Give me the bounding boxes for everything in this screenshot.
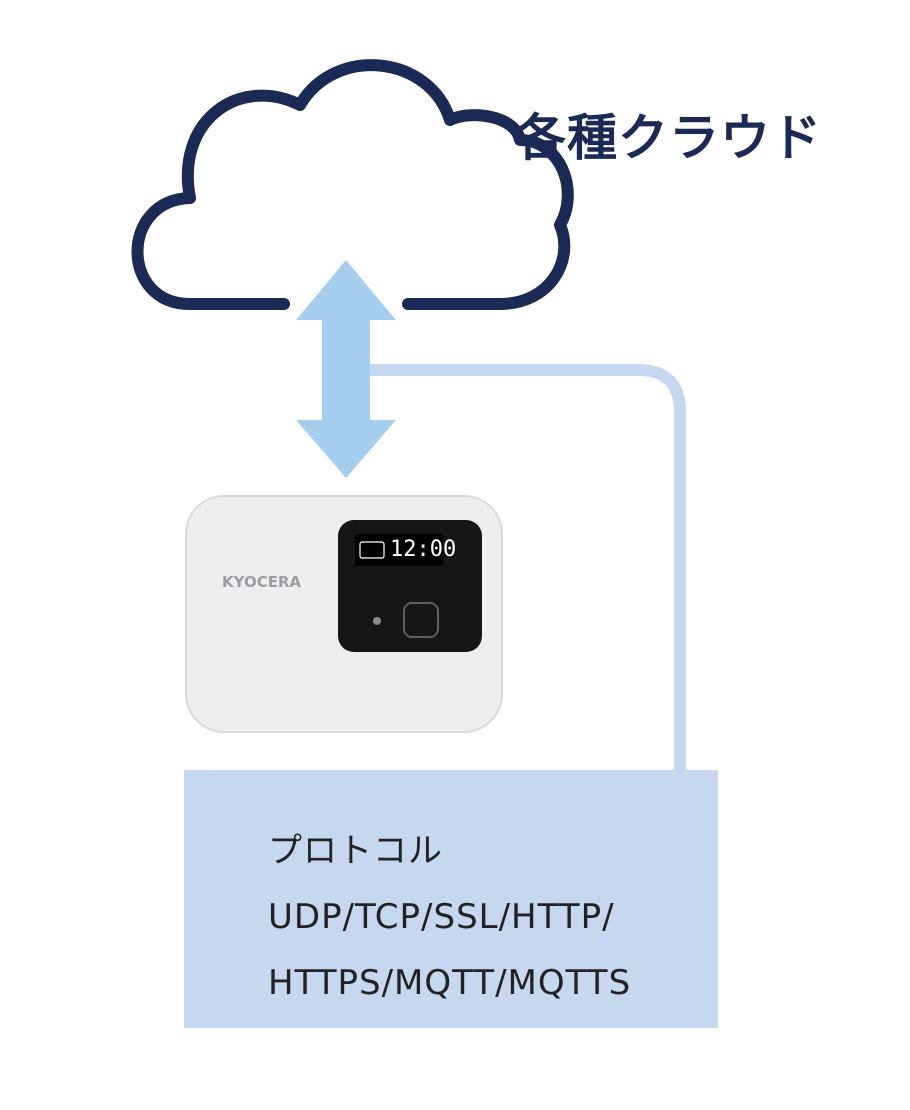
device-brand-logo: KYOCERA	[222, 573, 301, 591]
cloud-label: 各種クラウド	[516, 98, 822, 170]
protocol-text: プロトコル UDP/TCP/SSL/HTTP/ HTTPS/MQTT/MQTTS	[268, 818, 631, 1016]
power-button[interactable]	[404, 603, 438, 637]
device-clock-readout: 12:00	[390, 537, 456, 562]
indicator-led	[373, 617, 381, 625]
wifi-router-device	[186, 496, 502, 732]
protocol-line-1: UDP/TCP/SSL/HTTP/	[268, 884, 631, 950]
protocol-line-2: HTTPS/MQTT/MQTTS	[268, 950, 631, 1016]
protocol-heading: プロトコル	[268, 818, 631, 884]
